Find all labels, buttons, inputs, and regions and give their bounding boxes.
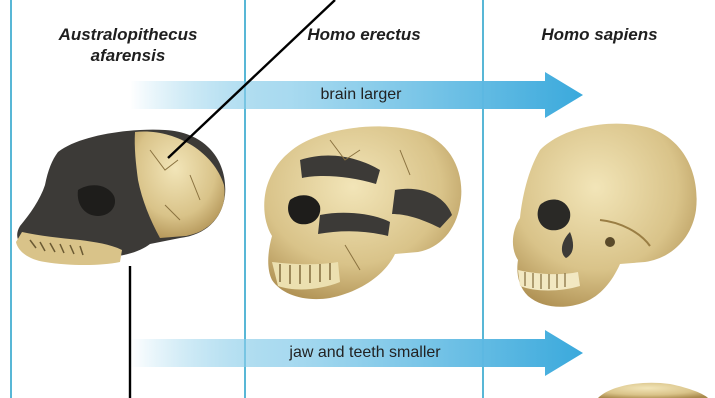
homo-sapiens-skull bbox=[513, 124, 697, 307]
partial-skull-bottom-right bbox=[598, 383, 708, 398]
homo-erectus-skull bbox=[264, 126, 461, 299]
arrow-label-brain-larger: brain larger bbox=[296, 86, 426, 104]
australopithecus-skull bbox=[16, 130, 225, 265]
arrow-label-jaw-teeth-smaller: jaw and teeth smaller bbox=[250, 344, 480, 362]
